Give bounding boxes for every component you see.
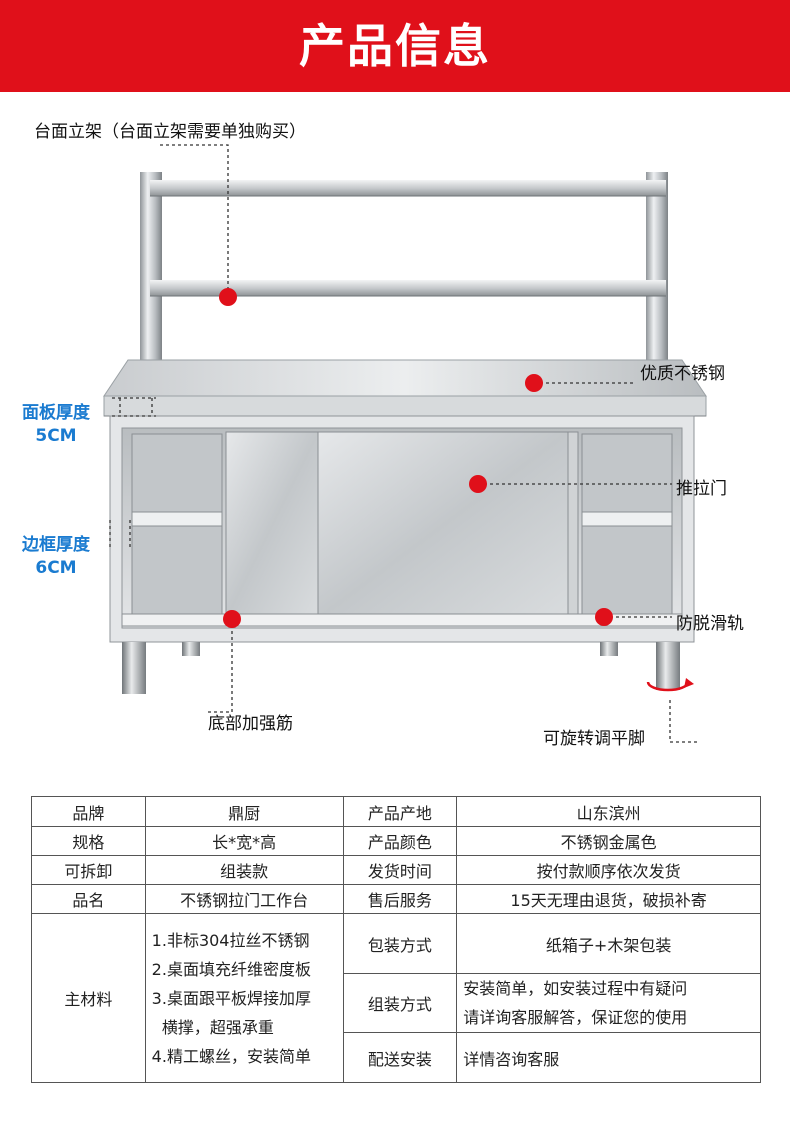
- spec-key: 品名: [31, 884, 146, 914]
- spec-key: 包装方式: [342, 913, 458, 974]
- material-line: 3.桌面跟平板焊接加厚: [151, 988, 311, 1008]
- spec-value: 15天无理由退货，破损补寄: [456, 884, 761, 914]
- spec-table: 品牌 鼎厨 产品产地 山东滨州 规格 长*宽*高 产品颜色 不锈钢金属色 可拆卸…: [31, 796, 761, 1083]
- spec-key: 产品产地: [342, 796, 458, 827]
- spec-value: 按付款顺序依次发货: [456, 855, 761, 885]
- material-list: 1.非标304拉丝不锈钢 2.桌面填充纤维密度板 3.桌面跟平板焊接加厚 横撑，…: [144, 913, 344, 1083]
- spec-key: 发货时间: [342, 855, 458, 885]
- title-banner: [0, 0, 790, 92]
- overshelf-stand: [140, 172, 668, 372]
- label-anti-derail-rail: 防脱滑轨: [676, 614, 744, 634]
- spec-value: 组装款: [144, 855, 344, 885]
- spec-key: 可拆卸: [31, 855, 146, 885]
- spec-key: 售后服务: [342, 884, 458, 914]
- frame-thickness-title: 边框厚度: [22, 535, 90, 555]
- panel-thickness-value: 5CM: [35, 426, 77, 446]
- table-row: 配送安装 详情咨询客服: [32, 1032, 761, 1083]
- spec-value: 鼎厨: [144, 796, 344, 827]
- table-row: 品名 不锈钢拉门工作台 售后服务 15天无理由退货，破损补寄: [31, 884, 761, 914]
- spec-value: 详情咨询客服: [456, 1032, 761, 1083]
- label-overshelf: 台面立架（台面立架需要单独购买）: [34, 122, 306, 142]
- table-row: 组装方式 安装简单，如安装过程中有疑问 请详询客服解答，保证您的使用: [32, 973, 761, 1033]
- marker-stand: [219, 288, 237, 306]
- spec-key: 产品颜色: [342, 826, 458, 856]
- table-row: 规格 长*宽*高 产品颜色 不锈钢金属色: [31, 826, 761, 856]
- leader-lines: [109, 144, 700, 743]
- label-stainless-steel: 优质不锈钢: [640, 364, 725, 384]
- spec-value: 安装简单，如安装过程中有疑问 请详询客服解答，保证您的使用: [456, 973, 761, 1033]
- table-row: 主材料 1.非标304拉丝不锈钢 2.桌面填充纤维密度板 3.桌面跟平板焊接加厚…: [31, 913, 761, 1083]
- label-leveling-foot: 可旋转调平脚: [543, 729, 645, 749]
- panel-thickness-title: 面板厚度: [22, 403, 90, 423]
- spec-key: 品牌: [31, 796, 146, 827]
- marker-dots: [219, 288, 613, 628]
- spec-value: 纸箱子+木架包装: [456, 913, 761, 974]
- material-line: 4.精工螺丝，安装简单: [151, 1046, 311, 1066]
- assembly-line: 安装简单，如安装过程中有疑问: [463, 979, 688, 998]
- marker-rail: [595, 608, 613, 626]
- material-line: 横撑，超强承重: [151, 1017, 274, 1037]
- cabinet-legs: [122, 642, 694, 694]
- table-row: 品牌 鼎厨 产品产地 山东滨州: [31, 796, 761, 827]
- frame-thickness-value: 6CM: [35, 558, 77, 578]
- page-title: 产品信息: [299, 19, 491, 73]
- assembly-line: 请详询客服解答，保证您的使用: [463, 1008, 688, 1027]
- marker-door: [469, 475, 487, 493]
- spec-value: 不锈钢拉门工作台: [144, 884, 344, 914]
- material-line: 1.非标304拉丝不锈钢: [151, 930, 310, 950]
- spec-key: 规格: [31, 826, 146, 856]
- spec-value: 不锈钢金属色: [456, 826, 761, 856]
- label-sliding-door: 推拉门: [676, 479, 727, 499]
- spec-value: 山东滨州: [456, 796, 761, 827]
- label-bottom-rib: 底部加强筋: [208, 714, 293, 734]
- marker-base: [223, 610, 241, 628]
- table-row: 可拆卸 组装款 发货时间 按付款顺序依次发货: [31, 855, 761, 885]
- product-diagram: [103, 144, 707, 743]
- material-line: 2.桌面填充纤维密度板: [151, 959, 311, 979]
- spec-key: 配送安装: [342, 1032, 458, 1083]
- marker-steel: [525, 374, 543, 392]
- spec-key: 组装方式: [342, 973, 458, 1033]
- tabletop: [103, 359, 707, 417]
- cabinet-body: [109, 415, 695, 643]
- material-label: 主材料: [31, 913, 146, 1083]
- spec-value: 长*宽*高: [144, 826, 344, 856]
